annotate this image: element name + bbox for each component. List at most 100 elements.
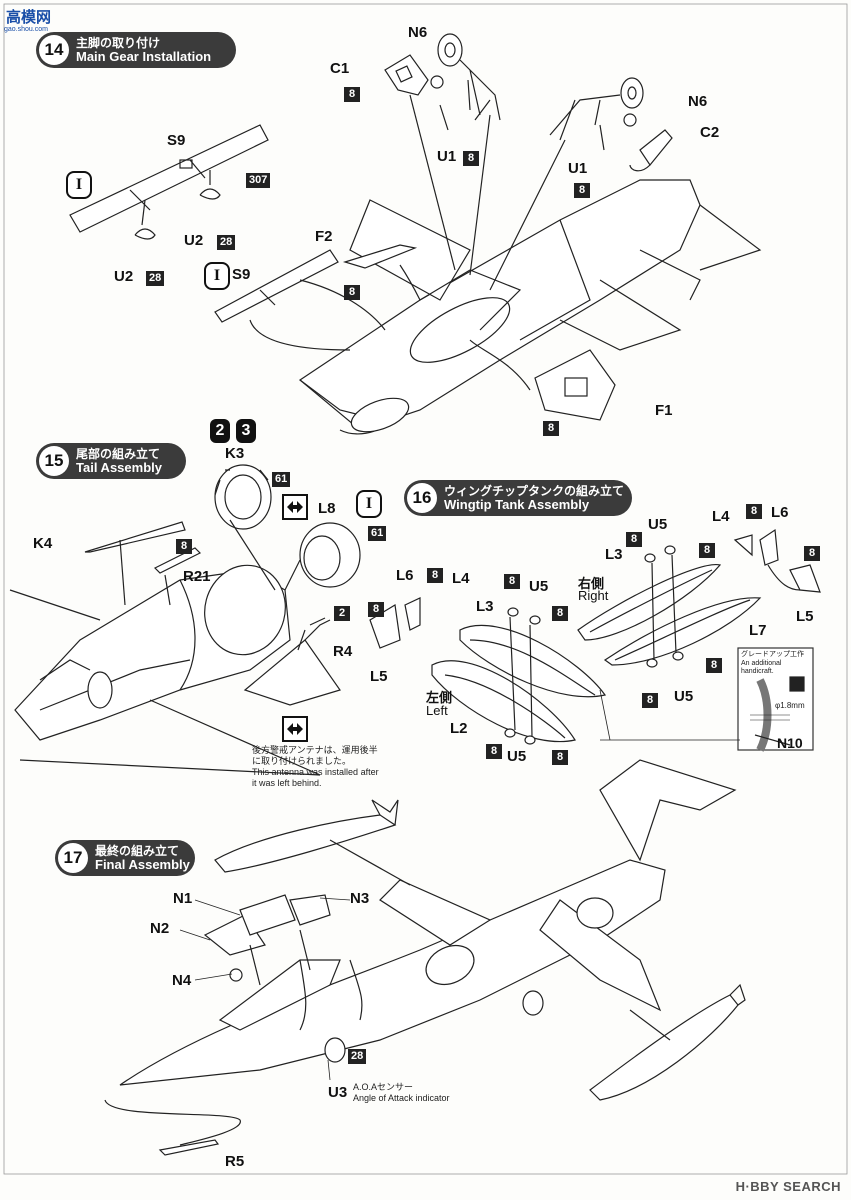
step-title-en: Final Assembly bbox=[95, 857, 190, 872]
part-label-u1: U1 bbox=[568, 160, 588, 177]
part-label-n1: N1 bbox=[173, 890, 193, 907]
part-label-l6: L6 bbox=[396, 567, 414, 584]
antenna-note-jp: に取り付けられました。 bbox=[252, 756, 352, 766]
option-i-box: I bbox=[66, 171, 92, 199]
left-label-jp: 左側 bbox=[426, 690, 453, 705]
color-badge: 307 bbox=[246, 170, 271, 188]
color-badge: 8 bbox=[706, 655, 722, 673]
color-badge: 8 bbox=[699, 540, 715, 558]
step-16-header: 16 ウィングチップタンクの組み立て Wingtip Tank Assembly bbox=[404, 480, 632, 516]
color-badge: 2 bbox=[334, 603, 350, 621]
part-label-l8: L8 bbox=[318, 500, 336, 517]
step-title-en: Main Gear Installation bbox=[76, 49, 212, 64]
step14-gear-right bbox=[489, 77, 644, 291]
upgrade-note-en: An additional bbox=[741, 660, 782, 667]
part-label-k4: K4 bbox=[33, 535, 53, 552]
color-badge: 8 bbox=[626, 529, 642, 547]
part-label-k3: K3 bbox=[225, 445, 245, 462]
part-label-u2: U2 bbox=[114, 268, 134, 285]
part-label-u2: U2 bbox=[184, 232, 204, 249]
part-label-s9: S9 bbox=[232, 266, 251, 283]
step-title-jp: 主脚の取り付け bbox=[76, 36, 161, 50]
step-title-jp: ウィングチップタンクの組み立て bbox=[444, 484, 625, 498]
left-label-en: Left bbox=[426, 703, 448, 718]
part-label-r21: R21 bbox=[183, 568, 211, 585]
step14-s9-bay-lower bbox=[214, 249, 386, 351]
step-15-header: 15 尾部の組み立て Tail Assembly bbox=[36, 443, 186, 479]
page-border bbox=[3, 3, 848, 1175]
part-label-f2: F2 bbox=[315, 228, 333, 245]
part-label-c1: C1 bbox=[330, 60, 350, 77]
color-badge: 8 bbox=[176, 536, 192, 554]
upgrade-note-jp: グレードアップ工作 bbox=[741, 651, 804, 658]
step15-r4-antenna bbox=[297, 617, 326, 651]
step-title-en: Wingtip Tank Assembly bbox=[444, 497, 590, 512]
part-label-n4: N4 bbox=[172, 972, 192, 989]
part-label-n2: N2 bbox=[150, 920, 170, 937]
site-logo-sub: gao.shou.com bbox=[4, 26, 48, 33]
step-17-header: 17 最終の組み立て Final Assembly bbox=[55, 840, 195, 876]
step14-c2-door bbox=[629, 129, 673, 172]
step17-r5-probe bbox=[104, 1099, 241, 1156]
step15-fuselage bbox=[9, 564, 321, 776]
part-label-n10: N10 bbox=[777, 735, 803, 751]
step15-l8-nozzle bbox=[284, 522, 361, 591]
step15-r21-antenna bbox=[153, 547, 202, 606]
step14-f1-part bbox=[469, 339, 616, 421]
antenna-note-en: it was left behind. bbox=[252, 778, 322, 788]
step14-s9-bay-upper bbox=[69, 124, 269, 233]
part-label-n6: N6 bbox=[408, 24, 428, 41]
color-badge: 8 bbox=[427, 565, 443, 583]
step-number: 14 bbox=[39, 35, 69, 65]
step15-k3-nozzle bbox=[214, 464, 276, 591]
part-label-l3: L3 bbox=[476, 598, 494, 615]
part-label-l2: L2 bbox=[450, 720, 468, 737]
color-badge: 8 bbox=[504, 571, 520, 589]
aoa-note-jp: A.O.Aセンサー bbox=[353, 1082, 414, 1092]
hobby-search-watermark: H·BBY SEARCH bbox=[735, 1179, 841, 1194]
part-label-l4: L4 bbox=[452, 570, 470, 587]
step-number: 15 bbox=[39, 446, 69, 476]
right-label-jp: 右側 bbox=[578, 576, 605, 591]
step16-right-tank-upper bbox=[577, 564, 722, 641]
site-logo: 高模网 bbox=[6, 9, 52, 26]
step16-left-tank-upper bbox=[459, 624, 607, 698]
step17-top-tank bbox=[214, 799, 411, 886]
step16-upgrade-box bbox=[737, 647, 814, 752]
color-badge: 8 bbox=[344, 84, 360, 102]
step16-fins bbox=[369, 528, 821, 649]
step15-stabilizer bbox=[243, 619, 341, 706]
color-badge: 8 bbox=[368, 599, 384, 617]
part-label-l6: L6 bbox=[771, 504, 789, 521]
step16-left-tank-lower bbox=[431, 660, 576, 742]
color-badge: 8 bbox=[552, 747, 568, 765]
part-label-u5: U5 bbox=[648, 516, 668, 533]
color-badge: 8 bbox=[552, 603, 568, 621]
color-badge: 8 bbox=[746, 501, 762, 519]
part-label-r5: R5 bbox=[225, 1153, 245, 1170]
swap-arrow-icon bbox=[282, 494, 308, 520]
color-badge: 8 bbox=[642, 690, 658, 708]
step17-fuselage bbox=[119, 759, 737, 1086]
color-badge: 8 bbox=[486, 741, 502, 759]
option-i-box: I bbox=[356, 490, 382, 518]
part-label-n6: N6 bbox=[688, 93, 708, 110]
part-label-u5: U5 bbox=[674, 688, 694, 705]
step-title-jp: 尾部の組み立て bbox=[76, 447, 161, 461]
step15-k4-fin bbox=[84, 521, 186, 606]
step16-u5-caps bbox=[504, 545, 684, 745]
part-label-u5: U5 bbox=[507, 748, 527, 765]
step14-fuselage bbox=[298, 179, 762, 435]
color-badge: 8 bbox=[543, 418, 559, 436]
option-i-box: I bbox=[204, 262, 230, 290]
part-label-u1: U1 bbox=[437, 148, 457, 165]
color-badge: 61 bbox=[368, 523, 387, 541]
aoa-note-en: Angle of Attack indicator bbox=[353, 1093, 450, 1103]
option-3-box: 3 bbox=[236, 419, 256, 443]
part-label-l4: L4 bbox=[712, 508, 730, 525]
color-badge: 8 bbox=[344, 282, 360, 300]
step-number: 16 bbox=[407, 483, 437, 513]
step-14-header: 14 主脚の取り付け Main Gear Installation bbox=[36, 32, 236, 68]
